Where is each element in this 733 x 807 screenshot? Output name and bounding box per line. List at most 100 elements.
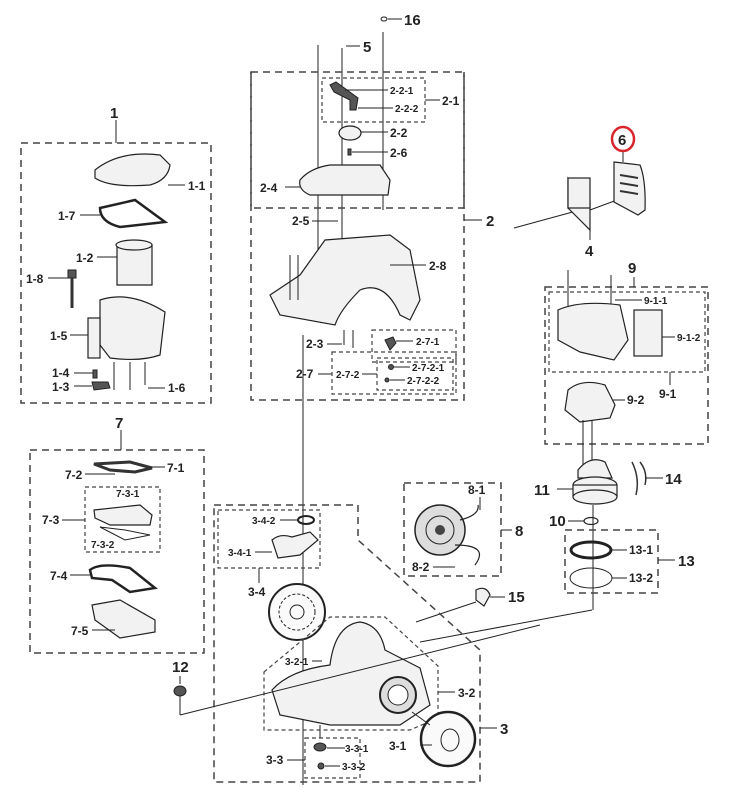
label-2-6: 2-6 xyxy=(390,146,408,160)
group-2-box-top xyxy=(250,71,465,209)
group-3-4-box xyxy=(217,509,321,569)
label-3: 3 xyxy=(500,721,508,738)
part-1-2-cylinder[interactable] xyxy=(116,244,153,286)
label-2-7-2: 2-7-2 xyxy=(336,370,360,381)
label-4: 4 xyxy=(585,243,594,260)
label-2-7-2-2: 2-7-2-2 xyxy=(407,376,440,387)
part-1-1-cover[interactable] xyxy=(94,153,171,187)
label-1-1: 1-1 xyxy=(188,179,206,193)
part-7-1[interactable] xyxy=(93,460,153,474)
single-15: 12 xyxy=(172,624,541,716)
part-1-5-container[interactable] xyxy=(99,296,166,361)
label-9-1: 9-1 xyxy=(659,387,677,401)
part-3-4-2[interactable] xyxy=(297,515,315,525)
part-3-3-2[interactable] xyxy=(317,762,325,770)
label-3-4: 3-4 xyxy=(248,585,266,599)
label-2-5: 2-5 xyxy=(292,214,310,228)
label-1-7: 1-7 xyxy=(58,209,76,223)
label-2-7-2-1: 2-7-2-1 xyxy=(412,363,445,374)
part-1-3[interactable] xyxy=(91,381,111,391)
part-3-4-wheel[interactable] xyxy=(268,583,326,641)
part-2-7-1[interactable] xyxy=(384,336,397,351)
group-3: 3 3-4 3-4-2 3-4-1 3-2 3-2-1 3-1 3-3-1 3 xyxy=(213,504,508,783)
label-2-1: 2-1 xyxy=(442,94,460,108)
part-9-1-1[interactable] xyxy=(557,302,629,361)
label-6[interactable]: 6 xyxy=(618,132,626,149)
label-2-2-1: 2-2-1 xyxy=(390,86,414,97)
part-10-ring[interactable] xyxy=(583,516,599,526)
label-2-2-2: 2-2-2 xyxy=(395,104,419,115)
highlight-circle-6 xyxy=(610,125,636,153)
part-3-3-1[interactable] xyxy=(313,742,327,752)
label-9: 9 xyxy=(628,260,636,277)
part-3-4-1[interactable] xyxy=(271,531,319,559)
label-8: 8 xyxy=(515,523,523,540)
label-1-4: 1-4 xyxy=(52,366,70,380)
part-7-5[interactable] xyxy=(91,599,156,639)
group-2-7-box xyxy=(331,351,457,395)
label-1-8: 1-8 xyxy=(26,272,44,286)
part-2-4[interactable] xyxy=(299,164,391,196)
label-7-3: 7-3 xyxy=(42,513,60,527)
group-2-7-2-box xyxy=(376,357,454,391)
label-1-3: 1-3 xyxy=(52,380,70,394)
group-3-box xyxy=(213,504,481,783)
label-3-2: 3-2 xyxy=(458,686,476,700)
label-2-2: 2-2 xyxy=(390,126,408,140)
label-1-6: 1-6 xyxy=(168,381,186,395)
motor-assembly: 11 14 10 13 13-1 13-2 xyxy=(419,459,695,643)
label-3-2-1: 3-2-1 xyxy=(285,657,309,668)
label-2-8: 2-8 xyxy=(429,259,447,273)
part-13-1[interactable] xyxy=(569,540,613,560)
label-3-3: 3-3 xyxy=(266,753,284,767)
label-1: 1 xyxy=(110,105,118,122)
label-1-5: 1-5 xyxy=(50,329,68,343)
group-7: 7 7-1 7-2 7-3-1 7-3 7-3-2 7-4 7-5 xyxy=(29,415,205,654)
label-2-7: 2-7 xyxy=(296,367,314,381)
group-3-3-box xyxy=(304,737,361,779)
single-14: 15 xyxy=(415,587,525,623)
group-1: 1 1-1 1-7 1-2 1-8 1-5 1-4 1-3 1-6 xyxy=(20,105,212,404)
label-2: 2 xyxy=(486,213,494,230)
part-1-8[interactable] xyxy=(67,269,77,279)
label-2-3: 2-3 xyxy=(306,337,324,351)
label-16: 16 xyxy=(404,12,421,29)
part-13-2[interactable] xyxy=(569,567,613,589)
group-13-box xyxy=(564,529,659,594)
part-1-7-gasket[interactable] xyxy=(98,198,169,229)
label-7: 7 xyxy=(115,415,123,432)
label-13-1: 13-1 xyxy=(629,543,653,557)
group-8-box xyxy=(403,482,502,577)
label-7-2: 7-2 xyxy=(65,468,83,482)
label-9-1-2: 9-1-2 xyxy=(677,333,701,344)
label-1-2: 1-2 xyxy=(76,251,94,265)
label-11: 11 xyxy=(534,482,550,499)
group-9-1-box xyxy=(548,291,706,373)
part-6-grille[interactable] xyxy=(613,161,646,216)
part-2-2-1[interactable] xyxy=(329,81,359,111)
part-9-1-2[interactable] xyxy=(633,309,663,357)
part-15[interactable] xyxy=(173,685,187,697)
part-12-wire[interactable] xyxy=(631,461,647,496)
filter-4-6: 4 6 xyxy=(513,125,646,260)
label-7-3-2: 7-3-2 xyxy=(91,540,115,551)
label-9-1-1: 9-1-1 xyxy=(644,296,668,307)
label-12: 14 xyxy=(665,471,682,488)
label-3-3-1: 3-3-1 xyxy=(345,744,369,755)
label-3-1: 3-1 xyxy=(389,739,407,753)
label-7-4: 7-4 xyxy=(50,569,68,583)
group-1-box xyxy=(20,142,212,404)
group-2-7-1-box xyxy=(371,329,457,363)
part-2-2[interactable] xyxy=(338,125,362,141)
part-7-4[interactable] xyxy=(88,564,158,594)
label-3-3-2: 3-3-2 xyxy=(342,762,366,773)
part-11-motor[interactable] xyxy=(577,459,613,479)
part-3-1-wheel-cap[interactable] xyxy=(419,710,477,768)
part-7-3-1[interactable] xyxy=(93,504,153,526)
part-2-8-body[interactable] xyxy=(269,234,421,326)
part-9-2[interactable] xyxy=(564,381,616,423)
label-14: 15 xyxy=(508,589,525,606)
part-14[interactable] xyxy=(475,587,491,607)
group-8: 8 8-1 8-2 xyxy=(403,482,523,577)
